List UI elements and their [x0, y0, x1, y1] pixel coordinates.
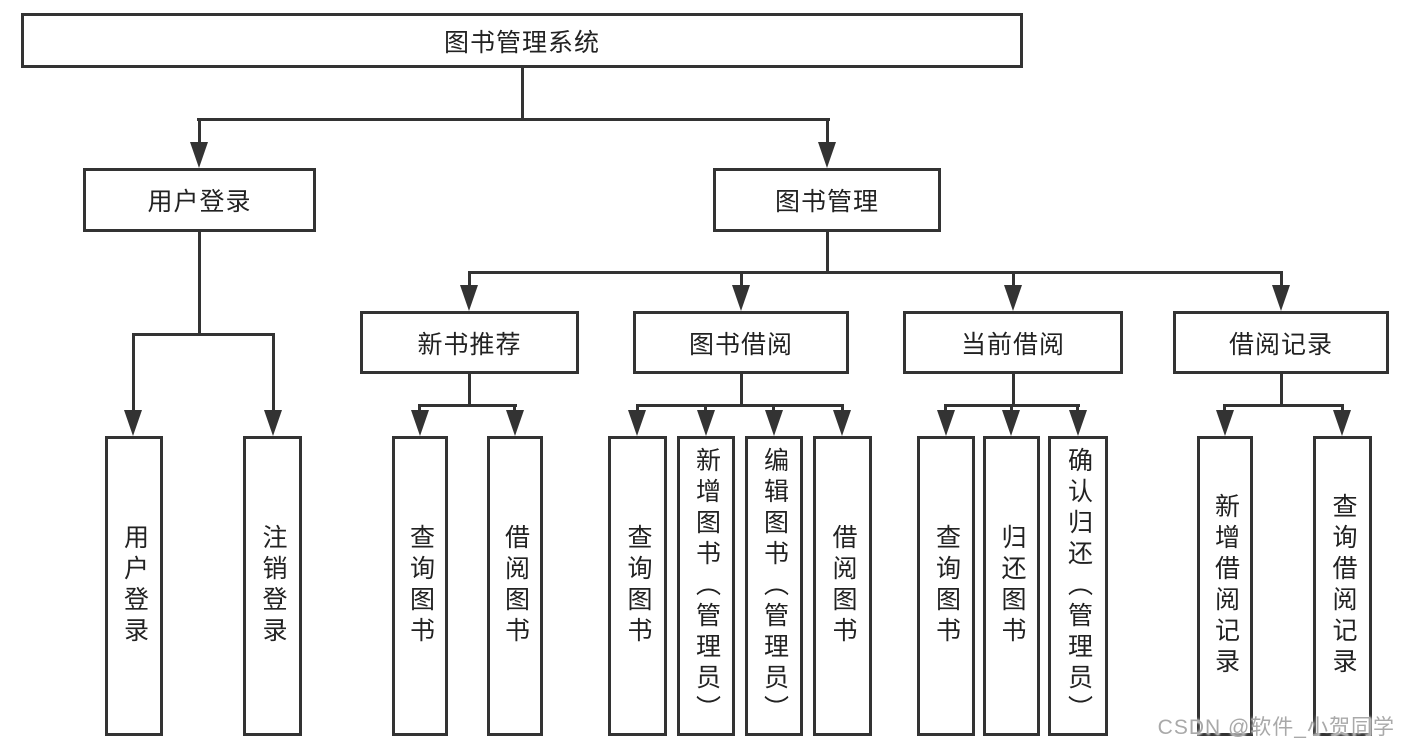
leaf-query-books-current: 查询图书	[917, 436, 975, 736]
connector-line	[1280, 374, 1283, 407]
node-library-management-system: 图书管理系统	[21, 13, 1023, 68]
connector-line	[521, 68, 524, 120]
arrowhead-down-icon	[732, 285, 750, 311]
arrowhead-down-icon	[628, 410, 646, 436]
arrowhead-down-icon	[1004, 285, 1022, 311]
arrowhead-down-icon	[460, 285, 478, 311]
connector-line	[198, 232, 201, 336]
arrowhead-down-icon	[833, 410, 851, 436]
leaf-label: 用户登录	[120, 524, 149, 648]
leaf-label: 查询借阅记录	[1329, 493, 1357, 679]
leaf-query-borrow-record: 查询借阅记录	[1313, 436, 1372, 736]
leaf-return-books: 归还图书	[983, 436, 1040, 736]
node-user-login: 用户登录	[83, 168, 316, 232]
leaf-borrow-books: 借阅图书	[813, 436, 872, 736]
connector-line	[740, 271, 743, 291]
leaf-label: 查询图书	[624, 524, 652, 648]
arrowhead-down-icon	[765, 410, 783, 436]
arrowhead-down-icon	[506, 410, 524, 436]
connector-line	[826, 232, 829, 274]
connector-line	[418, 404, 517, 407]
arrowhead-down-icon	[1272, 285, 1290, 311]
leaf-label: 借阅图书	[501, 524, 530, 648]
node-borrowing-records: 借阅记录	[1173, 311, 1389, 374]
leaf-label: 新增图书（管理员）	[692, 446, 721, 726]
leaf-label: 归还图书	[998, 524, 1026, 648]
leaf-borrow-books-recommend: 借阅图书	[487, 436, 543, 736]
arrowhead-down-icon	[190, 142, 208, 168]
arrowhead-down-icon	[1002, 410, 1020, 436]
leaf-query-books-borrow: 查询图书	[608, 436, 667, 736]
leaf-confirm-return-admin: 确认归还（管理员）	[1048, 436, 1108, 736]
connector-line	[1223, 404, 1344, 407]
arrowhead-down-icon	[411, 410, 429, 436]
connector-line	[740, 374, 743, 407]
connector-line	[132, 333, 275, 336]
leaf-label: 确认归还（管理员）	[1064, 446, 1093, 726]
connector-line	[197, 118, 830, 121]
connector-line	[1280, 271, 1283, 291]
leaf-label: 借阅图书	[829, 524, 857, 648]
connector-line	[468, 271, 471, 291]
connector-line	[1012, 374, 1015, 407]
leaf-label: 编辑图书（管理员）	[760, 446, 789, 726]
connector-line	[1012, 271, 1015, 291]
leaf-label: 查询图书	[932, 524, 961, 648]
arrowhead-down-icon	[1069, 410, 1087, 436]
arrowhead-down-icon	[264, 410, 282, 436]
node-current-borrowing: 当前借阅	[903, 311, 1123, 374]
csdn-watermark: CSDN @软件_小贺同学	[1157, 716, 1395, 739]
leaf-label: 查询图书	[406, 524, 435, 648]
leaf-query-books-recommend: 查询图书	[392, 436, 448, 736]
leaf-user-login: 用户登录	[105, 436, 163, 736]
arrowhead-down-icon	[124, 410, 142, 436]
arrowhead-down-icon	[1216, 410, 1234, 436]
arrowhead-down-icon	[697, 410, 715, 436]
connector-line	[132, 333, 135, 415]
node-new-book-recommendation: 新书推荐	[360, 311, 579, 374]
connector-line	[272, 333, 275, 415]
connector-line	[636, 404, 844, 407]
leaf-label: 注销登录	[259, 524, 287, 648]
arrowhead-down-icon	[937, 410, 955, 436]
connector-line	[826, 118, 829, 146]
arrowhead-down-icon	[818, 142, 836, 168]
arrowhead-down-icon	[1333, 410, 1351, 436]
connector-line	[468, 271, 1282, 274]
leaf-logout: 注销登录	[243, 436, 302, 736]
leaf-add-borrow-record: 新增借阅记录	[1197, 436, 1253, 736]
connector-line	[468, 374, 471, 407]
leaf-add-books-admin: 新增图书（管理员）	[677, 436, 735, 736]
node-book-management: 图书管理	[713, 168, 941, 232]
leaf-label: 新增借阅记录	[1211, 493, 1240, 679]
connector-line	[198, 118, 201, 146]
node-book-borrowing: 图书借阅	[633, 311, 849, 374]
leaf-edit-books-admin: 编辑图书（管理员）	[745, 436, 803, 736]
